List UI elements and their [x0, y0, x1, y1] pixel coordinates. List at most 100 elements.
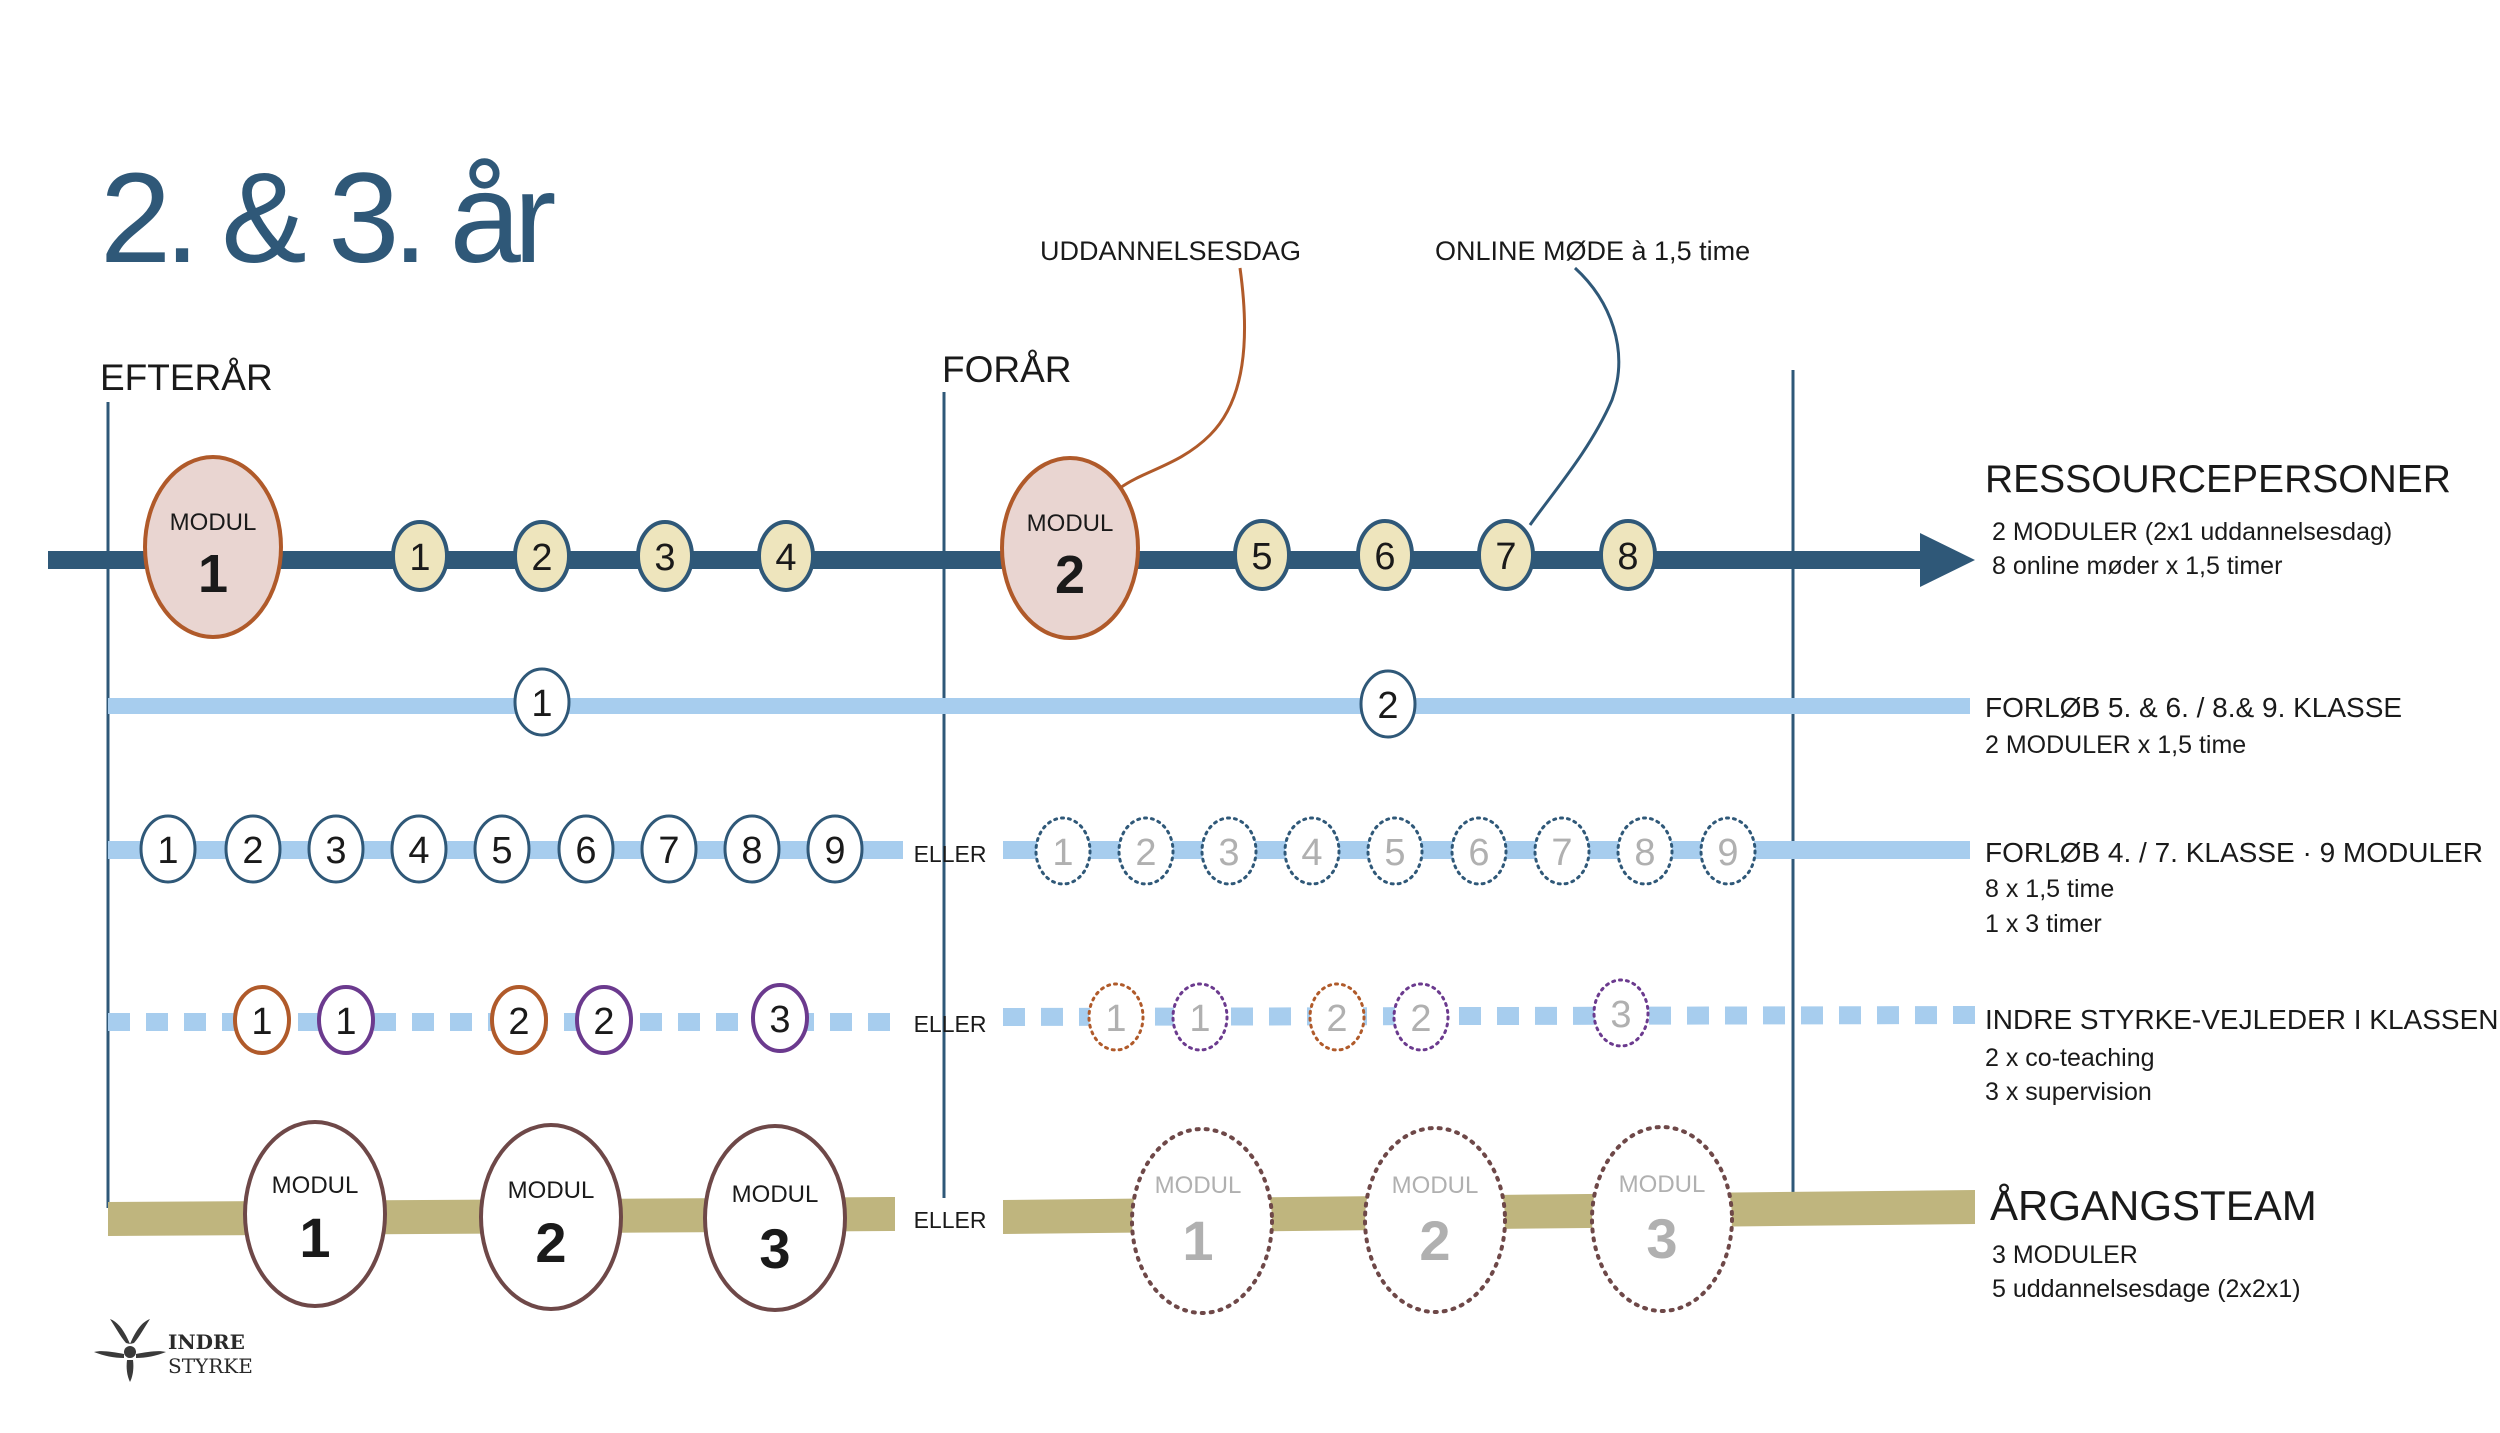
row4-items-autumn: 1 1 2 2 3 [233, 983, 809, 1055]
row4-item-co-teaching: 1 [233, 985, 291, 1055]
item-number: 7 [658, 830, 679, 872]
season-label-spring: FORÅR [942, 349, 1072, 390]
row3-item: 2 [224, 814, 282, 884]
row5-modules-spring-alt: MODUL 1 MODUL 2 MODUL 3 [1130, 1125, 1734, 1315]
module-number: 2 [1419, 1209, 1450, 1272]
row3-item: 4 [390, 814, 448, 884]
row3-alt-item: 5 [1366, 816, 1424, 886]
page-title: 2. & 3. år [100, 147, 555, 290]
item-number: 2 [1410, 998, 1431, 1040]
row3-alt-item: 7 [1533, 816, 1591, 886]
row5-alt-module-2: MODUL 2 [1363, 1126, 1507, 1314]
meeting-4: 4 [757, 520, 815, 592]
item-number: 2 [242, 830, 263, 872]
item-number: 2 [1135, 832, 1156, 874]
row3-item: 5 [473, 814, 531, 884]
row1-meetings: 1 2 3 4 5 6 7 8 [391, 519, 1657, 592]
meeting-1: 1 [391, 520, 449, 592]
meeting-number: 7 [1495, 536, 1516, 578]
meeting-number: 4 [775, 537, 796, 579]
meeting-7: 7 [1477, 519, 1535, 591]
item-number: 3 [1218, 832, 1239, 874]
module-word: MODUL [1392, 1172, 1479, 1199]
flower-icon [94, 1319, 166, 1382]
row2-detail-1: 2 MODULER x 1,5 time [1985, 731, 2246, 759]
row4-items-spring-alt: 1 1 2 2 3 [1087, 978, 1650, 1052]
row2-item-2: 2 [1359, 669, 1417, 739]
row3-item: 1 [139, 814, 197, 884]
row4-alt-item-supervision: 3 [1592, 978, 1650, 1048]
meeting-5: 5 [1233, 519, 1291, 591]
or-label-row3: ELLER [914, 841, 987, 867]
season-label-autumn: EFTERÅR [100, 357, 273, 398]
row5-modules-autumn: MODUL 1 MODUL 2 MODUL 3 [243, 1120, 847, 1312]
row4-item-supervision: 3 [751, 983, 809, 1053]
meeting-number: 2 [531, 537, 552, 579]
timeline-arrowhead [1920, 533, 1975, 587]
row3-item: 9 [806, 814, 864, 884]
row4-bar-right [1002, 1006, 1976, 1026]
row4-alt-item-co-teaching: 1 [1087, 982, 1145, 1052]
row5-detail-2: 5 uddannelsesdage (2x2x1) [1992, 1275, 2301, 1303]
item-number: 1 [531, 683, 552, 725]
meeting-2: 2 [513, 520, 571, 592]
meeting-number: 1 [409, 537, 430, 579]
item-number: 9 [824, 830, 845, 872]
item-number: 3 [325, 830, 346, 872]
row5-alt-module-3: MODUL 3 [1590, 1125, 1734, 1313]
row4-item-supervision: 1 [317, 985, 375, 1055]
logo-line-2: STYRKE [168, 1354, 253, 1378]
module-number: 1 [299, 1206, 330, 1269]
item-number: 4 [1301, 832, 1322, 874]
row3-alt-item: 9 [1699, 816, 1757, 886]
item-number: 2 [1377, 685, 1398, 727]
row4-label: INDRE STYRKE-VEJLEDER I KLASSEN [1985, 1004, 2498, 1035]
item-number: 8 [741, 830, 762, 872]
item-number: 7 [1551, 832, 1572, 874]
row4-detail-1: 2 x co-teaching [1985, 1044, 2155, 1072]
row4-detail-2: 3 x supervision [1985, 1078, 2152, 1106]
row3-detail-2: 1 x 3 timer [1985, 910, 2102, 938]
row3-items-spring-alt: 1 2 3 4 5 6 7 8 9 [1034, 816, 1757, 886]
row3-items-autumn: 1 2 3 4 5 6 7 8 9 [139, 814, 864, 884]
item-number: 2 [1326, 998, 1347, 1040]
row5-alt-module-1: MODUL 1 [1130, 1127, 1274, 1315]
row1-detail-1: 2 MODULER (2x1 uddannelsesdag) [1992, 518, 2392, 546]
callout-line-online-meeting [1528, 266, 1621, 526]
meeting-number: 6 [1374, 536, 1395, 578]
module-number: 1 [198, 544, 228, 604]
row2-bar [108, 698, 1970, 714]
row4-item-co-teaching: 2 [490, 985, 548, 1055]
row3-alt-item: 4 [1283, 816, 1341, 886]
row1-detail-2: 8 online møder x 1,5 timer [1992, 552, 2282, 580]
meeting-3: 3 [636, 520, 694, 592]
row5-module-1: MODUL 1 [243, 1120, 387, 1308]
module-word: MODUL [170, 509, 257, 536]
module-word: MODUL [1155, 1172, 1242, 1199]
row3-item: 7 [640, 814, 698, 884]
row4-alt-item-supervision: 2 [1392, 982, 1450, 1052]
or-label-row5: ELLER [914, 1207, 987, 1233]
module-number: 1 [1182, 1209, 1213, 1272]
item-number: 1 [157, 830, 178, 872]
row3-item: 8 [723, 814, 781, 884]
item-number: 2 [593, 1001, 614, 1043]
row2-item-1: 1 [513, 667, 571, 737]
row4-item-supervision: 2 [575, 985, 633, 1055]
row5-module-2: MODUL 2 [479, 1123, 623, 1311]
item-number: 6 [575, 830, 596, 872]
item-number: 1 [251, 1001, 272, 1043]
module-number: 3 [1646, 1207, 1677, 1270]
module-word: MODUL [1619, 1171, 1706, 1198]
item-number: 4 [408, 830, 429, 872]
logo-line-1: INDRE [168, 1330, 245, 1354]
item-number: 1 [1189, 998, 1210, 1040]
item-number: 3 [1610, 994, 1631, 1036]
item-number: 9 [1717, 832, 1738, 874]
row3-item: 3 [307, 814, 365, 884]
logo: INDRE STYRKE [94, 1319, 253, 1382]
row3-alt-item: 3 [1200, 816, 1258, 886]
module-number: 2 [535, 1211, 566, 1274]
meeting-number: 5 [1251, 536, 1272, 578]
